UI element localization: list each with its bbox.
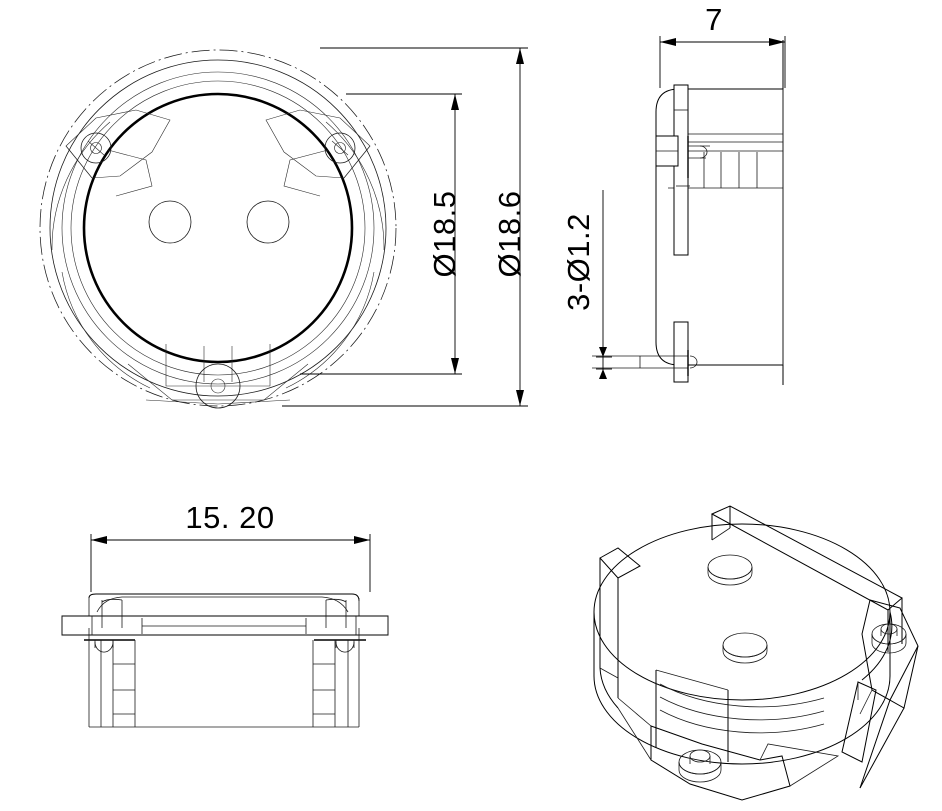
bottom-view xyxy=(61,593,389,728)
dim-15-20-arrow-left xyxy=(91,536,107,544)
dim-18-5-arrow-bottom xyxy=(451,358,459,374)
dim-15-20-arrow-right xyxy=(354,536,370,544)
iso-mounting-lug-bottom xyxy=(617,697,840,801)
bottom-view-body-lower xyxy=(88,628,360,728)
side-view-terminal-upper xyxy=(655,135,710,178)
iso-groove-ring-1 xyxy=(659,683,825,708)
iso-body-side-wall xyxy=(593,612,891,765)
iso-shroud-fin-left xyxy=(599,547,641,709)
top-view-sound-hole-right xyxy=(246,200,290,244)
dim-3-dia-1-2-label: 3-Ø1.2 xyxy=(561,213,596,311)
dimension-3-dia-1-2: 3-Ø1.2 xyxy=(561,190,612,379)
bottom-view-cap-inner-arc xyxy=(96,596,349,613)
top-view-mounting-lug-upper-left xyxy=(65,109,171,197)
dimension-18-6: Ø18.6 xyxy=(282,47,528,407)
side-view-terminal-lower xyxy=(592,350,698,376)
dim-18-5-label: Ø18.5 xyxy=(427,191,462,278)
iso-groove-ring-3 xyxy=(659,709,825,734)
bottom-view-flange-plate xyxy=(61,615,389,636)
iso-groove-ring-2 xyxy=(659,696,825,721)
dim-18-5-arrow-top xyxy=(451,94,459,110)
dim-3-dia-1-2-arrow-top xyxy=(599,347,607,357)
dim-18-6-arrow-top xyxy=(516,48,524,64)
top-view-sound-hole-left xyxy=(148,200,192,244)
top-view-mounting-lug-upper-right xyxy=(265,109,371,197)
side-view xyxy=(592,40,784,385)
top-view-mounting-lug-bottom xyxy=(127,344,309,409)
iso-shroud-fin-top xyxy=(710,505,903,652)
top-view-diaphragm-circle xyxy=(82,92,354,364)
dim-3-dia-1-2-arrow-bottom xyxy=(599,369,607,379)
iso-front-cut-top xyxy=(655,669,729,691)
iso-mounting-lug-right xyxy=(859,599,919,789)
iso-top-face-ellipse xyxy=(593,523,891,701)
dimension-7: 7 xyxy=(659,2,786,88)
dim-18-6-arrow-bottom xyxy=(516,390,524,406)
top-view-shell-arc-lowright xyxy=(285,271,375,389)
dim-7-arrow-right xyxy=(769,38,785,46)
dim-15-20-label: 15. 20 xyxy=(185,500,274,535)
iso-shroud-fin-right xyxy=(841,681,877,763)
dim-18-6-label: Ø18.6 xyxy=(492,191,527,278)
top-view-shell-arc-lowleft xyxy=(61,271,151,389)
side-view-flange-lower xyxy=(673,321,689,383)
top-view-shell-arc-left xyxy=(51,121,111,251)
iso-rear-shroud-arc xyxy=(861,611,893,681)
top-view-outer-body-circle xyxy=(49,59,387,397)
bottom-view-post-right xyxy=(314,598,366,653)
top-view-outer-centerline-circle xyxy=(39,49,397,407)
dim-7-arrow-left xyxy=(660,38,676,46)
side-view-body-outline xyxy=(655,88,783,366)
iso-sound-hole-lower xyxy=(722,632,768,664)
top-view-intermediate-ring xyxy=(61,71,375,385)
isometric-view xyxy=(593,505,919,801)
iso-sound-hole-upper xyxy=(707,554,753,586)
dimension-18-5: Ø18.5 xyxy=(300,93,462,375)
bottom-view-cap-outline xyxy=(88,593,360,602)
side-view-flange-upper xyxy=(673,84,689,256)
top-view xyxy=(39,49,397,409)
top-view-shell-arc-right xyxy=(325,121,385,251)
dim-7-label: 7 xyxy=(705,2,723,37)
dimension-15-20: 15. 20 xyxy=(90,500,371,592)
top-view-inner-ring xyxy=(70,80,366,376)
